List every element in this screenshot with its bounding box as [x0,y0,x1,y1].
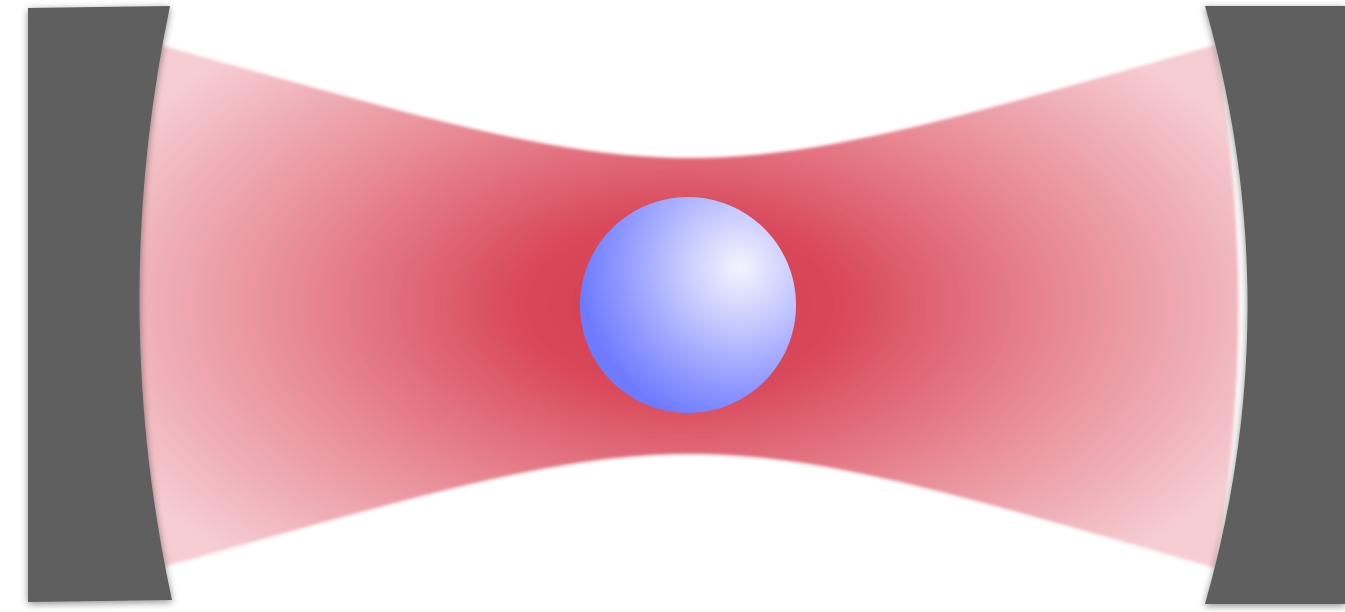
trapped-particle [580,197,796,413]
